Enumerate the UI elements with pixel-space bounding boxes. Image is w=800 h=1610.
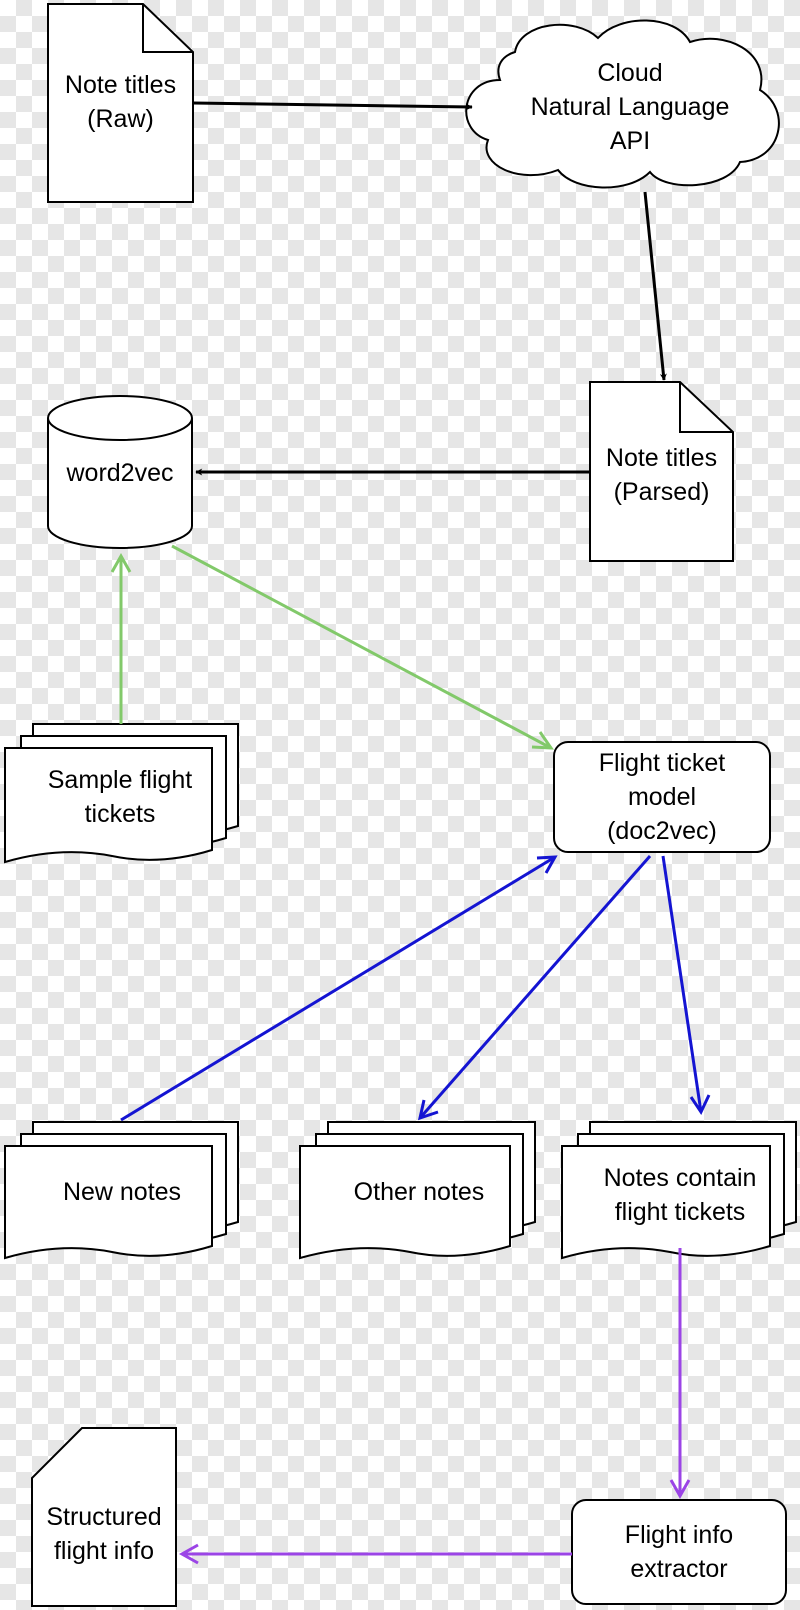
note-titles-parsed-shape[interactable] xyxy=(589,381,734,562)
notes-tickets-label: Notes contain flight tickets xyxy=(603,1164,757,1226)
ticket-model-label: Flight ticket model (doc2vec) xyxy=(598,749,726,845)
structured-info-shape[interactable] xyxy=(31,1427,177,1607)
note-titles-raw-label: Note titles (Raw) xyxy=(64,71,177,133)
word2vec-cylinder-body[interactable] xyxy=(47,418,193,549)
edge-model-to-ticketnotes-head xyxy=(689,1094,711,1116)
structured-info-label: Structured flight info xyxy=(46,1503,162,1565)
note-titles-parsed-label: Note titles (Parsed) xyxy=(605,444,718,506)
note-titles-parsed-fold xyxy=(679,382,733,433)
edge-model-to-ticketnotes xyxy=(661,855,703,1113)
info-extractor-label: Flight info extractor xyxy=(624,1521,734,1583)
note-titles-raw-shape[interactable] xyxy=(47,3,194,203)
other-notes-shape[interactable] xyxy=(299,1121,536,1260)
edge-word2vec-to-model xyxy=(171,544,552,750)
notes-tickets-shape[interactable] xyxy=(561,1121,797,1260)
edge-cloud-to-parsed xyxy=(643,191,667,381)
cloud-nl-api-shape[interactable] xyxy=(465,19,780,189)
word2vec-label: word2vec xyxy=(66,459,174,487)
edge-model-to-othernotes-head xyxy=(417,1099,439,1121)
sample-tickets-shape[interactable] xyxy=(4,723,239,864)
note-titles-raw-fold xyxy=(142,4,193,53)
edge-word2vec-to-model-head xyxy=(531,731,554,750)
new-notes-shape[interactable] xyxy=(4,1121,239,1260)
edge-extractor-to-structured-head xyxy=(178,1543,199,1565)
ticket-model-shape[interactable] xyxy=(553,741,771,853)
info-extractor-shape[interactable] xyxy=(571,1499,787,1605)
cloud-nl-api-label: Cloud Natural Language API xyxy=(530,59,730,155)
word2vec-cylinder-top xyxy=(47,395,193,441)
sample-tickets-label: Sample flight tickets xyxy=(47,766,193,828)
edge-ticketnotes-to-extractor-head xyxy=(669,1479,691,1500)
edge-newnotes-to-model xyxy=(120,855,556,1122)
edge-newnotes-to-model-head xyxy=(536,855,558,874)
edge-sample-to-word2vec-head xyxy=(110,552,132,573)
edge-raw-to-cloud xyxy=(192,101,473,111)
edge-model-to-othernotes xyxy=(418,855,652,1119)
new-notes-label: New notes xyxy=(62,1178,182,1206)
other-notes-label: Other notes xyxy=(353,1178,485,1206)
